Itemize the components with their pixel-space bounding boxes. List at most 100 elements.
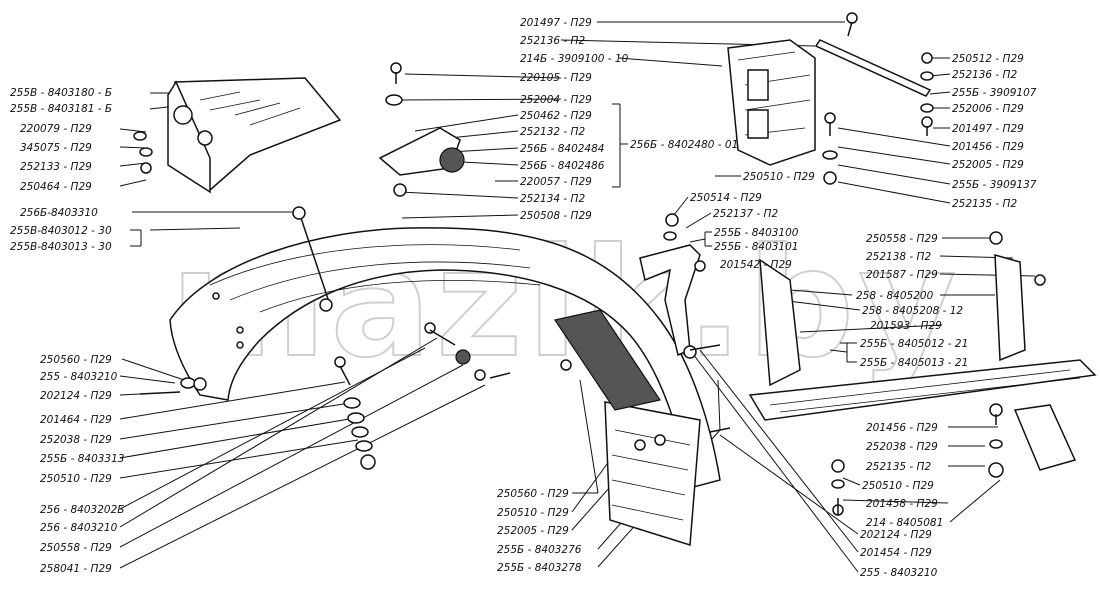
part-label: 255Б - 3909107 [952,87,1037,99]
part-label: 220057 - П29 [520,176,592,188]
part-label: 255Б - 8403278 [497,562,582,574]
washer-icon [351,426,369,438]
part-label: 250512 - П29 [952,53,1024,65]
part-label: 252134 - П2 [520,193,585,205]
part-label: 252006 - П29 [952,103,1024,115]
part-label: 250462 - П29 [520,110,592,122]
part-label: 214Б - 3909100 - 10 [520,53,629,65]
washer-icon [139,147,153,157]
nut-icon [560,359,572,371]
part-label: 201497 - П29 [520,17,592,29]
part-label: 255В-8403013 - 30 [10,241,112,253]
part-label: 201587 - П29 [866,269,938,281]
battery-frame [727,39,932,166]
part-label: 250558 - П29 [40,542,112,554]
part-label: 256 - 8403202Б [40,504,124,516]
bolt-icon [846,12,858,37]
part-label: 255Б - 8403101 [714,241,798,253]
part-label: 250560 - П29 [497,488,569,500]
part-label: 255Б - 8405013 - 21 [860,357,968,369]
nut-icon [831,459,845,473]
bolt-icon [832,498,844,516]
part-label: 250510 - П29 [497,507,569,519]
part-label: 214 - 8405081 [866,517,943,529]
part-label: 255В - 8403181 - Б [10,103,112,115]
part-label: 250510 - П29 [862,480,934,492]
bolt-icon [921,116,933,136]
bracket-arm [639,244,701,359]
bolt-icon [390,62,402,84]
washer-icon [822,150,838,160]
part-label: 256Б - 8402484 [520,143,604,155]
part-label: 250558 - П29 [866,233,938,245]
part-label: 252038 - П29 [866,441,938,453]
part-label: 250510 - П29 [40,473,112,485]
part-label: 220079 - П29 [20,123,92,135]
part-label: 252038 - П29 [40,434,112,446]
part-label: 252133 - П29 [20,161,92,173]
bolt-icon [424,322,456,346]
washer-icon [989,439,1003,449]
part-label: 201458 - П29 [866,498,938,510]
washer-icon [355,440,373,452]
nut-icon [360,454,376,470]
bolt-icon [1034,274,1046,286]
part-label: 201464 - П29 [40,414,112,426]
bolt-icon [334,356,351,386]
washer-icon [831,479,845,489]
bolt-icon [694,260,706,272]
washer-icon [133,131,147,141]
nut-icon [455,349,471,365]
part-label: 345075 - П29 [20,142,92,154]
part-label: 252137 - П2 [713,208,778,220]
nut-icon [989,231,1003,245]
washer-icon [920,71,934,81]
stay-rod [292,206,331,306]
nut-icon [319,298,333,312]
part-label: 255 - 8403210 [860,567,938,579]
part-label: 250560 - П29 [40,354,112,366]
part-label: 252005 - П29 [952,159,1024,171]
part-label: 201497 - П29 [952,123,1024,135]
mud-flap [554,309,701,546]
part-label: 256Б - 8402480 - 01 [630,139,738,151]
part-label: 250514 - П29 [690,192,762,204]
part-label: 250510 - П29 [743,171,815,183]
part-label: 255В - 8403180 - Б [10,87,112,99]
bolt-icon [689,344,721,351]
part-label: 255В-8403012 - 30 [10,225,112,237]
nut-icon [140,162,152,174]
part-label: 255Б - 3909137 [952,179,1037,191]
part-label: 256Б-8403310 [20,207,98,219]
nut-icon [988,462,1004,478]
nut-icon [823,171,837,185]
part-label: 258 - 8405200 [856,290,934,302]
part-label: 201456 - П29 [952,141,1024,153]
part-label: 252138 - П2 [866,251,931,263]
fender [169,227,721,489]
part-label: 252132 - П2 [520,126,585,138]
washer-icon [347,412,365,424]
part-label: 255Б - 8403313 [40,453,124,465]
part-label: 250508 - П29 [520,210,592,222]
nut-icon [193,377,207,391]
washer-icon [663,231,677,241]
part-label: 202124 - П29 [40,390,112,402]
part-label: 255Б - 8403100 [714,227,799,239]
fasteners [133,12,1046,516]
nut-icon [474,369,486,381]
part-label: 252136 - П2 [952,69,1017,81]
part-label: 202124 - П29 [860,529,932,541]
part-label: 255Б - 8403276 [497,544,582,556]
part-label: 255Б - 8405012 - 21 [860,338,968,350]
part-labels: 201497 - П29 252136 - П2 214Б - 3909100 … [10,17,1037,579]
bolt-icon [489,372,511,379]
bolt-icon [989,403,1003,425]
part-label: 256Б - 8402486 [520,160,605,172]
washer-icon [385,94,403,106]
nut-icon [921,52,933,64]
part-label: 250464 - П29 [20,181,92,193]
part-label: 258 - 8405208 - 12 [862,305,963,317]
washer-icon [180,377,196,389]
